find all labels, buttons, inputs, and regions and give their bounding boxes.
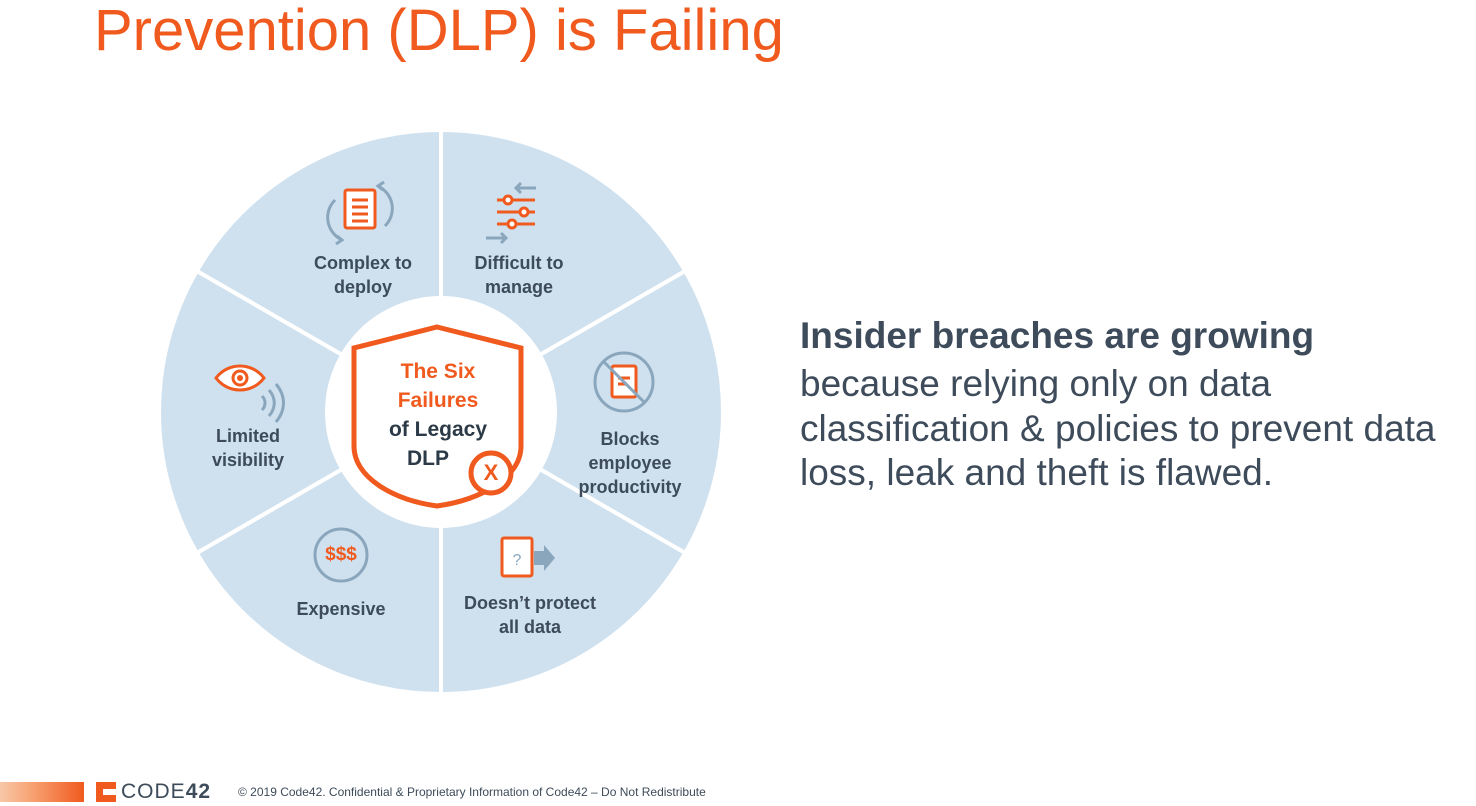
eye-signal-icon bbox=[214, 364, 285, 423]
x-badge-icon bbox=[468, 450, 514, 496]
segment-label-difficult-to-manage: Difficult to manage bbox=[474, 253, 564, 297]
x-badge-label: X bbox=[483, 460, 499, 485]
copyright-text: © 2019 Code42. Confidential & Proprietar… bbox=[238, 785, 706, 799]
segment-blocks-productivity bbox=[437, 268, 725, 556]
dollar-badge-icon bbox=[313, 527, 369, 583]
center-line-1: The Six bbox=[400, 360, 476, 383]
insight-body: because relying only on data classificat… bbox=[800, 363, 1436, 494]
center-line-4: DLP bbox=[407, 447, 449, 470]
blocked-document-icon bbox=[593, 351, 655, 413]
center-line-3: of Legacy bbox=[388, 418, 488, 441]
dollar-badge-text: $$$ bbox=[325, 544, 357, 565]
segment-label-limited-visibility: Limited visibility bbox=[211, 426, 285, 470]
footer: CODE42 © 2019 Code42. Confidential & Pro… bbox=[0, 778, 1476, 806]
insight-block: Insider breaches are growing because rel… bbox=[800, 314, 1470, 496]
code42-logo-icon bbox=[96, 782, 116, 802]
segment-label-blocks-productivity: Blocks employee productivity bbox=[578, 429, 682, 497]
center-line-2: Failures bbox=[397, 389, 479, 412]
slide-title: Prevention (DLP) is Failing bbox=[94, 0, 784, 63]
segment-label-complex-to-deploy: Complex to deploy bbox=[313, 253, 412, 297]
segment-limited-visibility bbox=[157, 268, 445, 556]
segment-label-doesnt-protect: Doesn’t protect all data bbox=[463, 593, 596, 637]
svg-text:?: ? bbox=[513, 552, 522, 569]
deploy-cycle-document-icon bbox=[326, 180, 394, 246]
insight-heading: Insider breaches are growing bbox=[800, 315, 1315, 356]
unknown-document-arrow-icon: ? bbox=[500, 536, 555, 578]
center-label: The Six Failures of Legacy DLP bbox=[363, 357, 513, 473]
settings-sliders-icon bbox=[486, 181, 536, 245]
footer-accent-bar bbox=[0, 782, 84, 802]
code42-logo-text: CODE42 bbox=[121, 780, 212, 803]
segment-label-expensive: Expensive bbox=[296, 599, 386, 619]
